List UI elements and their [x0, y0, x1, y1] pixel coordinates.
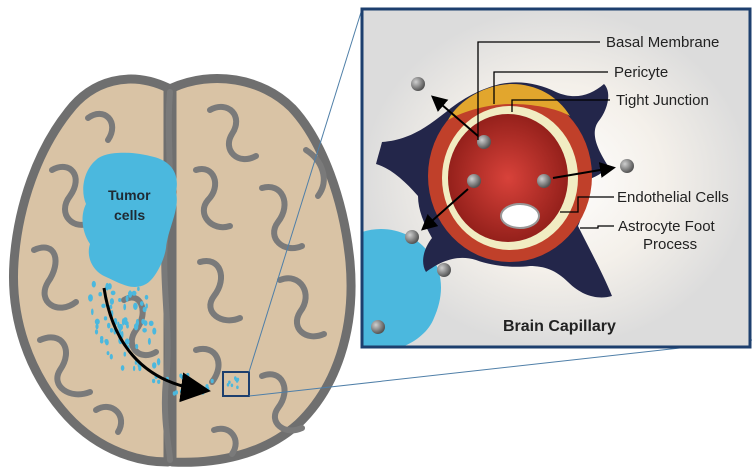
particle	[411, 77, 425, 91]
particle	[371, 320, 385, 334]
tumor-cell-dot	[149, 321, 154, 326]
tumor-cell-dot	[236, 386, 239, 390]
tumor-cell-dot	[121, 365, 125, 371]
tumor-cell-dot	[157, 380, 160, 384]
tumor-cell-dot	[180, 389, 183, 393]
tumor-cell-dot	[133, 366, 135, 371]
tumor-cell-dot	[228, 381, 231, 385]
tumor-cell-dot	[152, 328, 156, 335]
particle	[467, 174, 481, 188]
label-astrocyte-line2: Process	[643, 236, 697, 253]
brain	[13, 78, 351, 462]
tumor-cell-dot	[128, 290, 132, 297]
tumor-cell-dot	[191, 380, 194, 384]
tumor-label-line1: Tumor	[108, 187, 151, 203]
tumor-cell-dot	[105, 283, 109, 291]
particle	[437, 263, 451, 277]
tumor-cell-dot	[100, 336, 103, 340]
particle	[537, 174, 551, 188]
tumor-cell-dot	[95, 319, 100, 325]
tumor-cell-dot	[211, 379, 214, 383]
tumor-cell-dot	[98, 292, 102, 296]
tumor-cell-dot	[186, 373, 189, 377]
tumor-cell-dot	[107, 323, 110, 329]
capillary-inset: Basal Membrane Pericyte Tight Junction E…	[362, 9, 750, 350]
tumor-cell-dot	[91, 309, 94, 316]
tumor-cell-dot	[140, 301, 144, 306]
endothelial-nucleus	[501, 204, 539, 228]
label-pericyte: Pericyte	[614, 64, 668, 81]
tumor-cell-dot	[182, 378, 185, 382]
tumor-label-line2: cells	[114, 207, 145, 223]
tumor-cell-dot	[118, 324, 123, 331]
tumor-cell-dot	[231, 384, 234, 388]
tumor-cell-dot	[101, 304, 105, 308]
tumor-cell-dot	[134, 323, 138, 330]
brain-right-hemisphere	[172, 78, 351, 462]
label-astrocyte-line1: Astrocyte Foot	[618, 218, 716, 235]
tumor-cell-dot	[95, 329, 98, 334]
tumor-cell-dot	[118, 298, 121, 302]
tumor-cell-dot	[145, 295, 149, 300]
tumor-cell-dot	[88, 295, 91, 299]
tumor-cell-dot	[92, 281, 96, 288]
tumor-cell-dot	[152, 362, 156, 368]
tumor-cell-dot	[110, 328, 113, 333]
tumor-cell-dot	[126, 295, 129, 302]
particle	[620, 159, 634, 173]
tumor-cell-dot	[135, 344, 138, 349]
tumor-cell-dot	[138, 366, 141, 371]
tumor-cell-dot	[110, 298, 114, 305]
tumor-cell-dot	[144, 320, 148, 326]
tumor-cell-dot	[142, 328, 147, 333]
tumor-cell-dot	[133, 303, 138, 310]
tumor-cell-dot	[205, 384, 208, 388]
tumor-cell-dot	[237, 378, 240, 382]
tumor-cell-dot	[137, 287, 140, 291]
tumor-cell-dot	[143, 307, 147, 312]
tumor-cell-dot	[110, 354, 113, 360]
tumor-cell-dot	[173, 391, 176, 395]
label-endothelial-cells: Endothelial Cells	[617, 189, 729, 206]
label-tight-junction: Tight Junction	[616, 92, 709, 109]
tumor-cell-dot	[104, 339, 108, 344]
tumor-cell-dot	[104, 316, 107, 320]
label-basal-membrane: Basal Membrane	[606, 34, 719, 51]
tumor-cell-dot	[124, 352, 127, 357]
tumor-cell-dot	[157, 358, 160, 365]
particle	[405, 230, 419, 244]
tumor-cell-dot	[152, 379, 155, 383]
capillary-title: Brain Capillary	[503, 318, 616, 335]
tumor-cell-dot	[107, 351, 110, 355]
tumor-cell-dot	[123, 304, 126, 311]
tumor-cell-dot	[124, 321, 129, 325]
tumor-cell-dot	[111, 291, 116, 296]
particle	[477, 135, 491, 149]
tumor-cell-dot	[148, 338, 151, 345]
tumor-cell-dot	[234, 376, 237, 380]
